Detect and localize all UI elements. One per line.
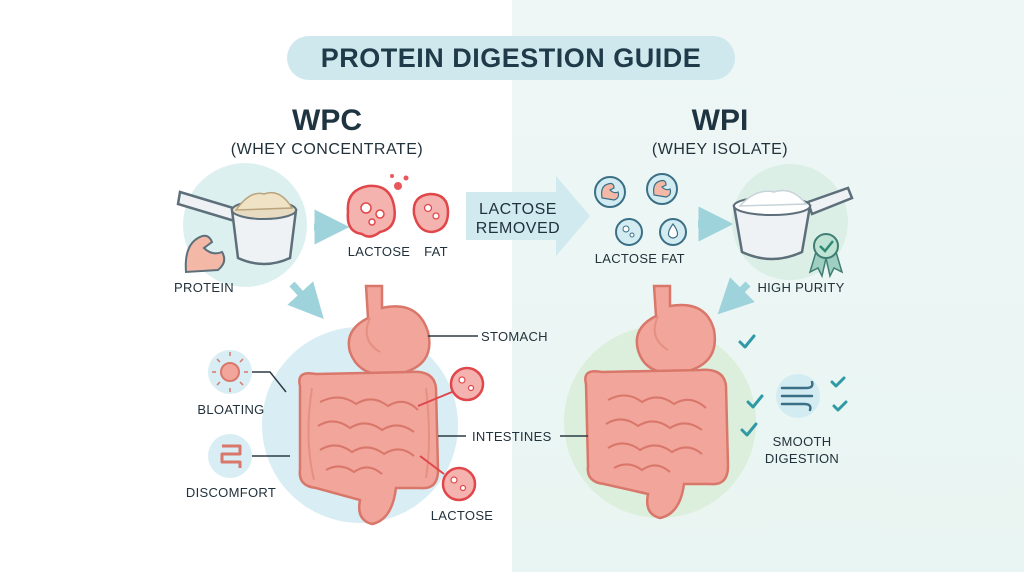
discomfort-label: DISCOMFORT	[185, 485, 277, 500]
fat-icon	[659, 218, 687, 246]
lactose-icon	[615, 218, 643, 246]
wpi-scoop-icon	[732, 186, 854, 261]
bloating-callout-line	[252, 371, 287, 393]
lactose-label: LACTOSE	[347, 244, 411, 259]
fat-icon	[412, 192, 450, 234]
smooth-digestion-label-line1: SMOOTH	[772, 434, 832, 449]
high-purity-label: HIGH PURITY	[757, 280, 845, 295]
wpi-fat-label: FAT	[661, 251, 685, 266]
smooth-digestion-label-line2: DIGESTION	[764, 451, 840, 466]
bloating-label: BLOATING	[197, 402, 265, 417]
discomfort-icon	[208, 434, 252, 478]
wpi-lactose-label: LACTOSE	[594, 251, 658, 266]
checkmark-icon	[738, 334, 848, 437]
wpc-scoop-icon	[176, 190, 298, 266]
protein-label: PROTEIN	[174, 280, 234, 295]
lactose-removed-arrow-icon	[466, 176, 590, 256]
fat-label: FAT	[424, 244, 448, 259]
wpi-subheading: (WHEY ISOLATE)	[651, 141, 789, 158]
airflow-icon	[776, 374, 820, 418]
intestines-icon	[584, 368, 730, 520]
arrow-icon	[287, 281, 324, 319]
muscle-icon	[594, 173, 678, 208]
page-title: PROTEIN DIGESTION GUIDE	[320, 42, 702, 73]
lactose-removed-label-line2: REMOVED	[475, 220, 561, 237]
intestines-label: INTESTINES	[472, 429, 552, 444]
wpc-heading: WPC	[292, 104, 362, 137]
intestines-icon	[298, 370, 440, 526]
intestine-lactose-label: LACTOSE	[430, 508, 494, 523]
bloating-icon	[208, 350, 252, 394]
title-banner: PROTEIN DIGESTION GUIDE	[287, 36, 735, 80]
wpc-subheading: (WHEY CONCENTRATE)	[230, 141, 424, 158]
lactose-icon	[346, 174, 409, 238]
wpi-heading: WPI	[691, 104, 749, 137]
stomach-icon	[347, 284, 431, 377]
stomach-icon	[635, 284, 717, 375]
stomach-label: STOMACH	[481, 329, 548, 344]
muscle-icon	[184, 234, 226, 274]
lactose-removed-label-line1: LACTOSE	[479, 201, 557, 218]
arrow-icon	[717, 277, 755, 315]
intestine-lactose-icon	[417, 366, 485, 502]
badge-icon	[808, 233, 844, 279]
